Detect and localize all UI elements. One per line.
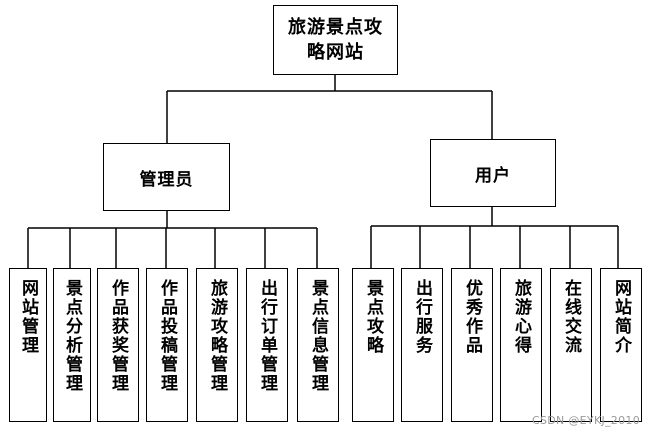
admin-module-node: 作品投稿管理 <box>146 268 188 422</box>
admin-module-node: 景点信息管理 <box>297 268 339 422</box>
user-module-node: 旅游心得 <box>500 268 542 422</box>
module-label: 景点分析管理 <box>62 279 82 393</box>
module-label: 旅游攻略管理 <box>207 279 227 393</box>
module-label: 作品获奖管理 <box>108 279 128 393</box>
user-module-node: 景点攻略 <box>352 268 394 422</box>
root-node-label: 旅游景点攻略网站 <box>288 17 383 63</box>
module-label: 网站简介 <box>611 279 631 355</box>
watermark-text: CSDN @EYKJ_2010 <box>532 414 640 427</box>
admin-module-node: 旅游攻略管理 <box>196 268 238 422</box>
user-module-node: 出行服务 <box>401 268 443 422</box>
module-label: 景点信息管理 <box>308 279 328 393</box>
module-label: 出行订单管理 <box>257 279 277 393</box>
user-module-node: 优秀作品 <box>451 268 493 422</box>
admin-module-node: 景点分析管理 <box>53 268 91 422</box>
user-module-node: 网站简介 <box>600 268 642 422</box>
admin-module-node: 网站管理 <box>9 268 47 422</box>
user-node: 用户 <box>430 139 556 207</box>
admin-module-node: 出行订单管理 <box>246 268 288 422</box>
module-label: 网站管理 <box>18 279 38 355</box>
module-label: 优秀作品 <box>462 279 482 355</box>
root-node: 旅游景点攻略网站 <box>273 5 398 75</box>
admin-node: 管理员 <box>103 143 230 211</box>
module-label: 在线交流 <box>561 279 581 355</box>
module-label: 旅游心得 <box>511 279 531 355</box>
user-module-node: 在线交流 <box>550 268 592 422</box>
module-label: 景点攻略 <box>363 279 383 355</box>
module-label: 出行服务 <box>412 279 432 355</box>
module-label: 作品投稿管理 <box>157 279 177 393</box>
admin-module-node: 作品获奖管理 <box>97 268 139 422</box>
admin-node-label: 管理员 <box>139 169 194 190</box>
user-node-label: 用户 <box>475 165 511 186</box>
